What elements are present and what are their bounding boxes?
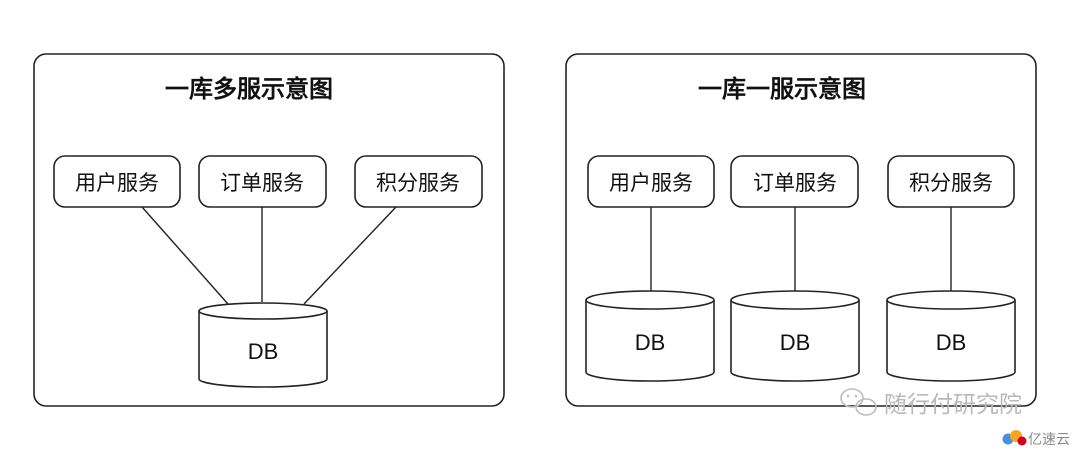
service-label: 用户服务 [609,171,693,195]
panel-one-db-one-service: 一库一服示意图 用户服务 订单服务 积分服务 DB DB [565,53,1037,407]
service-box-points: 积分服务 [354,155,483,208]
service-label: 积分服务 [909,171,993,195]
database-label: DB [780,330,811,355]
wechat-icon [840,388,877,416]
logo: 亿速云 [1002,430,1070,448]
panel-frame [33,53,505,407]
cloud-logo-icon [1002,430,1027,446]
database-cylinder: DB [198,302,328,388]
database-cylinder-points: DB [886,290,1016,382]
database-label: DB [248,339,279,364]
logo-text: 亿速云 [1028,432,1070,448]
panel-one-db-many-services: 一库多服示意图 用户服务 订单服务 积分服务 DB [33,53,505,407]
panel-title: 一库一服示意图 [698,75,866,103]
panel-title: 一库多服示意图 [165,75,333,103]
service-label: 积分服务 [376,171,460,195]
database-cylinder-user: DB [585,290,715,382]
database-cylinder-order: DB [730,290,860,382]
connector-user-to-db [141,206,229,305]
watermark: 随行付研究院 [840,388,1022,418]
service-box-user: 用户服务 [53,155,181,208]
service-label: 用户服务 [75,171,159,195]
service-label: 订单服务 [220,171,304,195]
service-label: 订单服务 [753,171,837,195]
service-box-order: 订单服务 [730,155,859,208]
database-label: DB [936,330,967,355]
database-label: DB [635,330,666,355]
service-box-points: 积分服务 [887,155,1015,208]
watermark-text: 随行付研究院 [884,392,1022,418]
service-box-user: 用户服务 [587,155,715,208]
service-box-order: 订单服务 [198,155,327,208]
connector-points-to-db [303,206,397,305]
